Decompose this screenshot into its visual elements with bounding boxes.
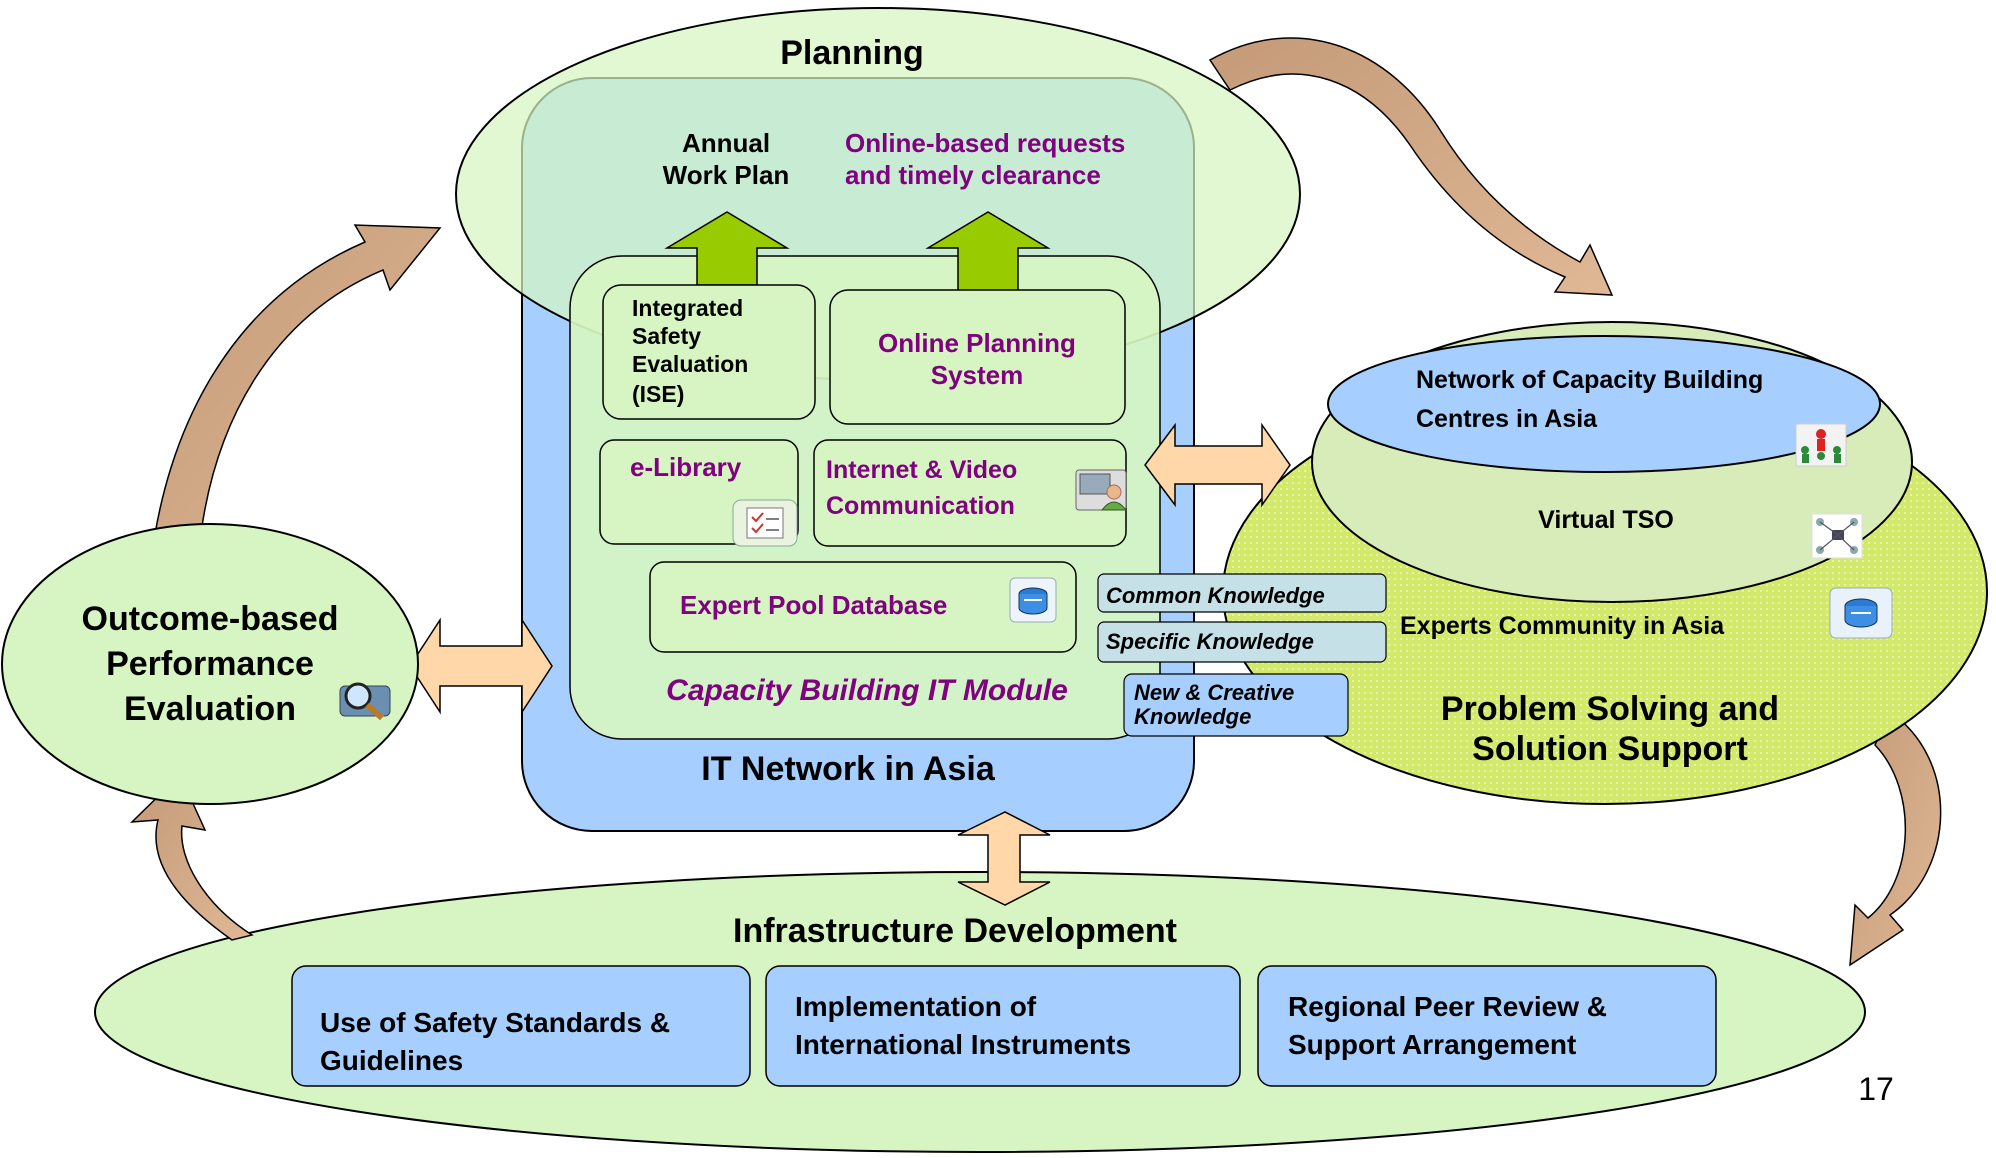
infra-box-1-line2: Guidelines [320,1045,463,1076]
database-icon [1009,577,1057,623]
checklist-icon [732,499,798,547]
outcome-ellipse [1,523,419,805]
outcome-line1: Outcome-based [82,600,339,638]
infrastructure-title: Infrastructure Development [733,912,1177,950]
double-arrow-outcome-it [409,617,553,715]
online-planning-line2: System [931,360,1024,390]
expert-pool-box [649,561,1077,653]
common-knowledge-tag [1097,573,1387,613]
ise-line4: (ISE) [632,381,684,407]
ise-line3: Evaluation [632,351,748,377]
database-icon-2 [1829,587,1893,639]
common-knowledge-label: Common Knowledge [1106,583,1325,608]
e-library-label: e-Library [630,452,742,482]
vertical-double-arrow [957,811,1051,906]
new-creative-line2: Knowledge [1134,704,1251,729]
planning-title: Planning [780,34,924,72]
network-centres-line1: Network of Capacity Building [1416,366,1763,394]
network-nodes-icon [1811,513,1863,559]
internet-video-line2: Communication [826,492,1015,520]
ise-box [602,284,816,420]
online-requests-line1: Online-based requests [845,128,1125,158]
curved-arrow-top-right [1208,37,1614,296]
experts-community-label: Experts Community in Asia [1400,612,1725,640]
new-creative-line1: New & Creative [1134,680,1294,705]
annual-work-plan-line1: Annual [682,128,770,158]
infra-box-3 [1257,965,1717,1087]
outcome-line2: Performance [106,645,314,683]
ise-line1: Integrated [632,295,743,321]
online-planning-box [829,289,1126,425]
curved-arrow-right [1849,710,1942,967]
green-up-arrow-annual [664,211,790,286]
infra-box-3-line1: Regional Peer Review & [1288,991,1607,1022]
it-module-title: Capacity Building IT Module [666,674,1068,707]
virtual-tso-label: Virtual TSO [1538,506,1674,534]
page-number: 17 [1858,1071,1894,1107]
internet-video-line1: Internet & Video [826,456,1017,484]
new-creative-knowledge-tag [1123,673,1349,737]
expert-pool-label: Expert Pool Database [680,590,947,620]
online-requests-line2: and timely clearance [845,160,1101,190]
infra-box-2-line1: Implementation of [795,991,1037,1022]
online-planning-line1: Online Planning [878,328,1076,358]
annual-work-plan-line2: Work Plan [663,160,790,190]
outcome-line3: Evaluation [124,690,296,728]
ise-line2: Safety [632,323,701,349]
curved-arrow-left [149,224,442,571]
computer-user-icon [1075,469,1128,511]
green-up-arrow-online [925,211,1051,296]
infra-box-2-line2: International Instruments [795,1029,1131,1060]
infra-box-1-line1: Use of Safety Standards & [320,1007,670,1038]
problem-solving-line2: Solution Support [1472,730,1748,768]
infra-box-1 [291,965,751,1087]
problem-solving-line1: Problem Solving and [1441,690,1779,728]
infra-box-2 [765,965,1241,1087]
specific-knowledge-tag [1097,621,1387,663]
specific-knowledge-label: Specific Knowledge [1106,629,1314,654]
network-centres-ellipse [1327,335,1881,473]
it-network-title: IT Network in Asia [701,750,996,788]
people-network-icon [1795,423,1847,467]
network-centres-line2: Centres in Asia [1416,405,1598,433]
double-arrow-it-problem [1144,422,1291,508]
infra-box-3-line2: Support Arrangement [1288,1029,1576,1060]
magnifier-icon [339,682,391,721]
